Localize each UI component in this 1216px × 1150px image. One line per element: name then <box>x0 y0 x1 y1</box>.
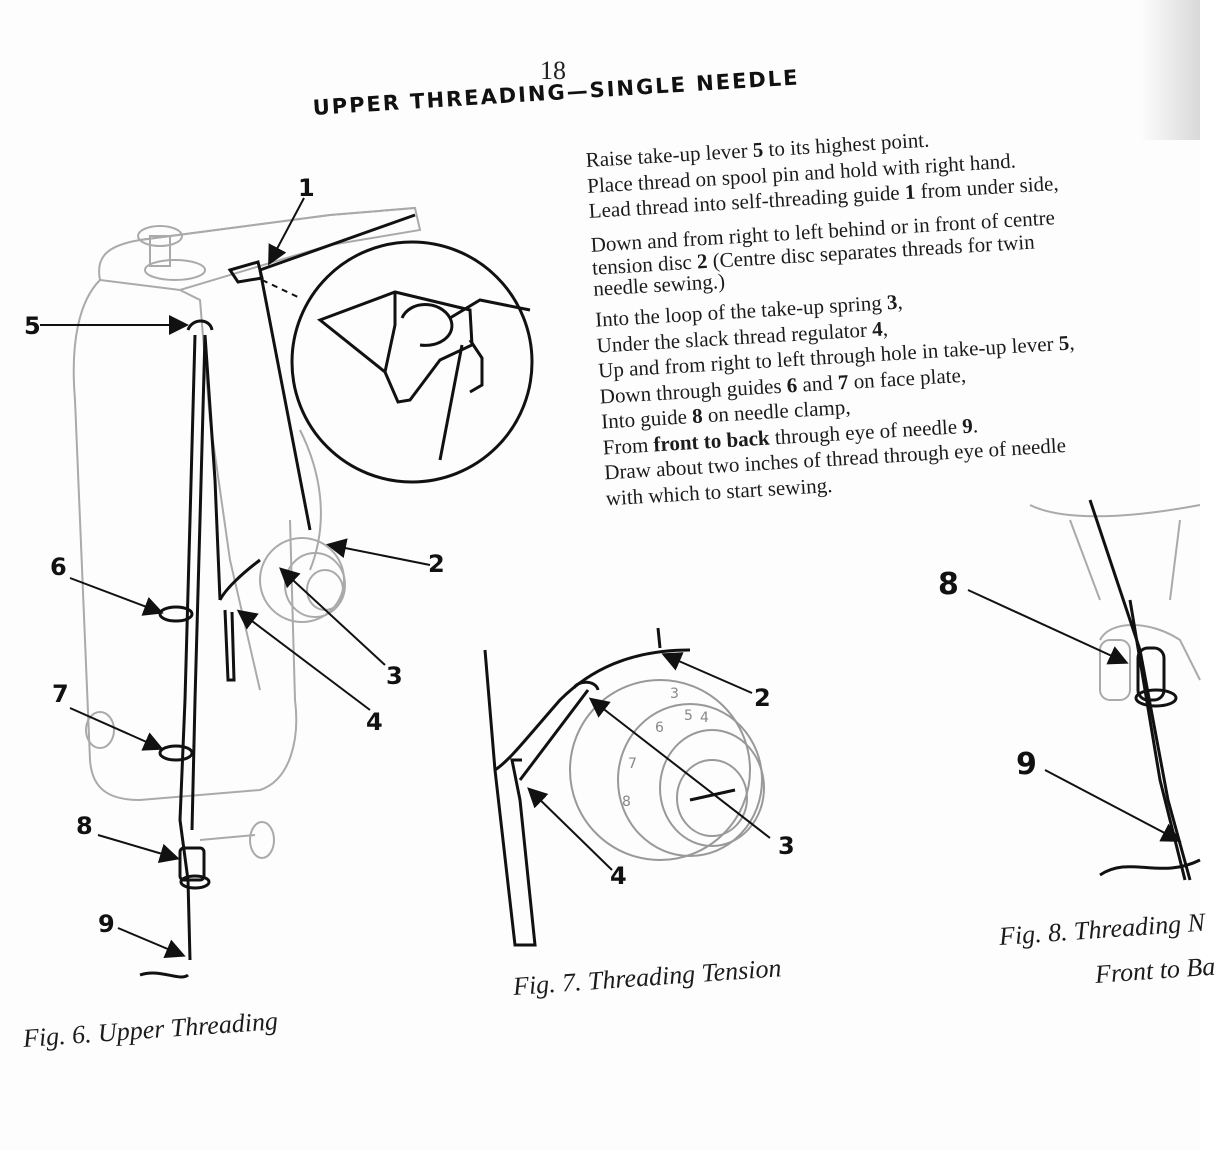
label-7: 7 <box>52 680 69 708</box>
fig8-label-8: 8 <box>938 567 959 602</box>
label-5: 5 <box>24 312 41 340</box>
label-3: 3 <box>386 662 403 690</box>
fig6-detail-inset <box>261 240 534 484</box>
svg-text:4: 4 <box>700 710 709 726</box>
fig7-label-4: 4 <box>610 862 627 890</box>
label-9: 9 <box>98 910 115 938</box>
fig8-label-9: 9 <box>1016 747 1037 782</box>
label-6: 6 <box>50 553 67 581</box>
fig7-dial-numbers: 3 4 5 6 7 8 <box>622 686 709 810</box>
label-8: 8 <box>76 812 93 840</box>
label-2: 2 <box>428 550 445 578</box>
svg-text:7: 7 <box>628 756 637 772</box>
svg-text:8: 8 <box>622 794 631 810</box>
fig7-tension-drawing <box>569 679 765 861</box>
fig8-callouts <box>967 589 1182 842</box>
fig6-thread-path <box>139 213 416 979</box>
adjacent-page-edge <box>1140 0 1200 140</box>
svg-text:5: 5 <box>684 708 693 724</box>
svg-text:6: 6 <box>655 720 664 736</box>
fig7-thread-path <box>483 627 691 947</box>
label-4: 4 <box>366 708 383 736</box>
fig7-label-2: 2 <box>754 684 771 712</box>
fig6-callouts <box>40 197 431 958</box>
fig8-needle-clamp-drawing <box>1029 504 1201 701</box>
fig7-label-3: 3 <box>778 832 795 860</box>
page-number: 18 <box>540 56 566 85</box>
label-1: 1 <box>298 174 315 202</box>
fig7-callouts <box>527 652 771 871</box>
svg-text:3: 3 <box>670 686 679 702</box>
fig6-machine-drawing <box>72 206 422 859</box>
